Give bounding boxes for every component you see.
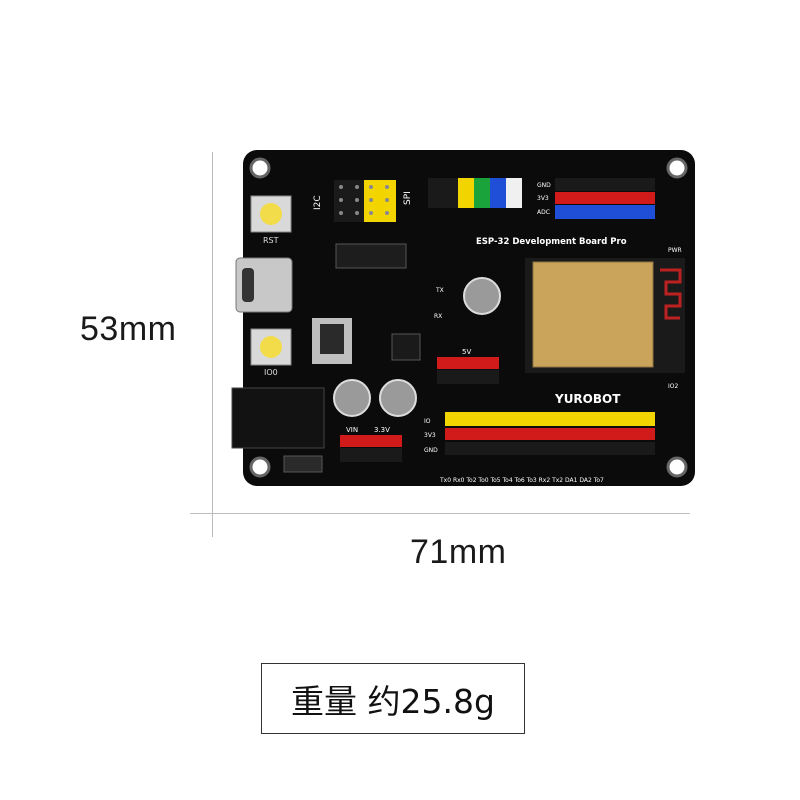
i2c-label: I2C: [313, 195, 323, 210]
height-dimension-line: [212, 152, 213, 537]
pwr-label: PWR: [668, 247, 682, 254]
capacitor-47uf-b: [379, 379, 417, 417]
io-header: IO 3V3 GND Tx0 Rx0 To2 To0 To5 To4 To6 T…: [424, 412, 655, 484]
dc-jack: [231, 387, 325, 449]
adc-header: GND 3V3 ADC: [537, 178, 655, 219]
rst-button: RST: [250, 195, 292, 245]
io2-label: IO2: [668, 383, 678, 390]
spi-header: SPI: [403, 178, 522, 208]
spi-label: SPI: [403, 191, 413, 205]
mounting-holes: [249, 157, 688, 478]
io0-label: IO0: [264, 368, 278, 377]
5v-header: 5V: [437, 348, 499, 384]
width-dimension-line: [190, 513, 690, 514]
bottom-pin-labels: Tx0 Rx0 To2 To0 To5 To4 To6 To3 Rx2 Tx2 …: [439, 477, 604, 484]
gnd-label: GND: [537, 182, 551, 189]
weight-label: 重量 约25.8g: [291, 681, 495, 721]
esp32-module: [525, 258, 685, 373]
3v3b-label: 3.3V: [374, 426, 390, 434]
capacitor-100uf: [463, 277, 501, 315]
width-label: 71mm: [410, 533, 507, 571]
5v-label: 5V: [462, 348, 471, 356]
tx-label: TX: [435, 287, 444, 294]
3v3-row-label: 3V3: [424, 432, 436, 439]
ch340-chip: [335, 243, 407, 269]
adc-label: ADC: [537, 209, 550, 216]
weight-label-box: 重量 约25.8g: [261, 663, 525, 734]
brand-logo: YUROBOT: [554, 392, 621, 406]
3v3-label: 3V3: [537, 195, 549, 202]
board-title: ESP-32 Development Board Pro: [476, 237, 627, 247]
io0-button: IO0: [250, 328, 292, 377]
rx-label: RX: [434, 313, 442, 320]
gnd-row-label: GND: [424, 447, 438, 454]
height-label: 53mm: [80, 310, 177, 348]
io-label: IO: [424, 418, 431, 425]
i2c-header: I2C: [313, 180, 396, 222]
capacitor-47uf-a: [333, 379, 371, 417]
vin-header: VIN 3.3V: [340, 426, 402, 462]
rst-label: RST: [263, 236, 279, 245]
vin-label: VIN: [346, 426, 358, 434]
